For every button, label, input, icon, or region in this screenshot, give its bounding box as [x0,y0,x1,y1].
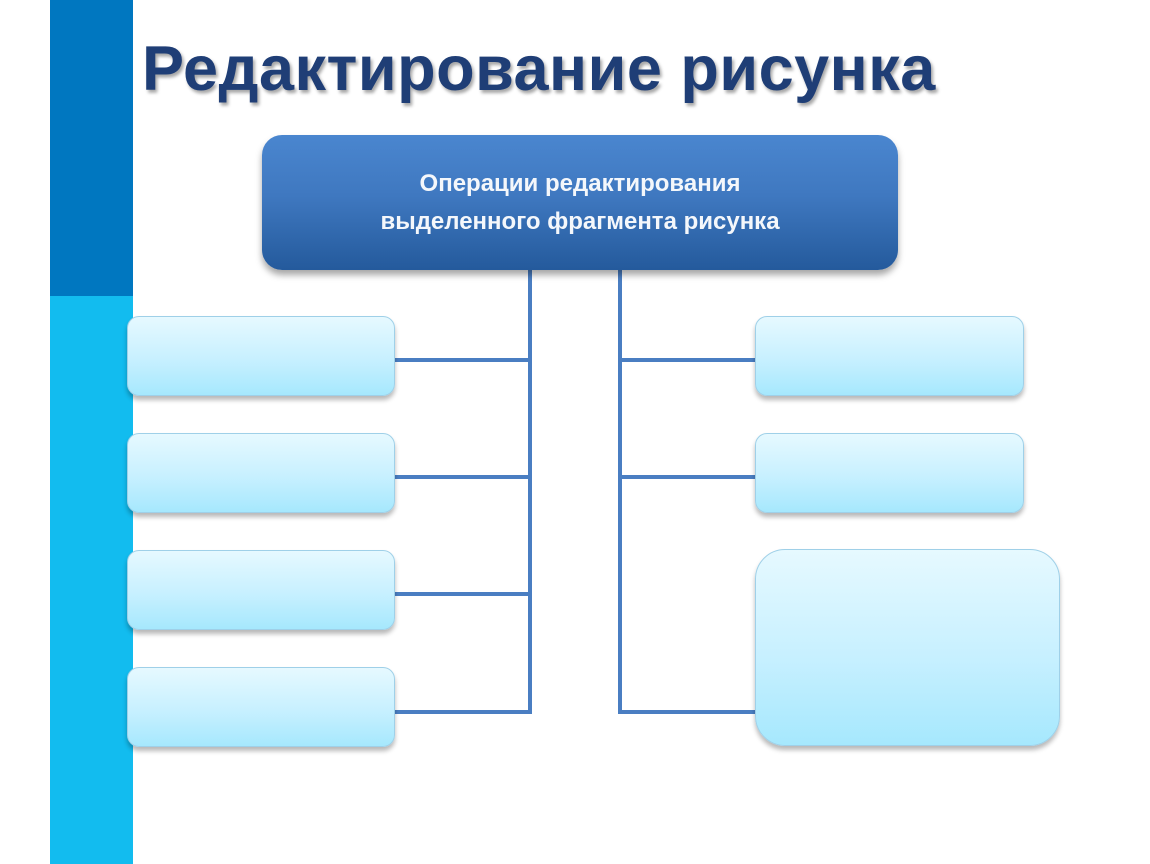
root-label-line-2: выделенного фрагмента рисунка [380,207,780,235]
root-label-line-1: Операции редактирования [419,169,741,197]
root-operations-box: Операции редактирования выделенного фраг… [262,135,898,270]
slide-title: Редактирование рисунка [142,34,936,104]
left-branch-box-4 [127,667,395,747]
left-branch-box-2 [127,433,395,513]
right-branch-box-3 [755,549,1060,746]
side-accent-bar-top [50,0,133,296]
side-accent-bar-bottom [50,296,133,864]
right-branch-box-2 [755,433,1024,513]
left-branch-box-1 [127,316,395,396]
left-branch-box-3 [127,550,395,630]
right-branch-box-1 [755,316,1024,396]
